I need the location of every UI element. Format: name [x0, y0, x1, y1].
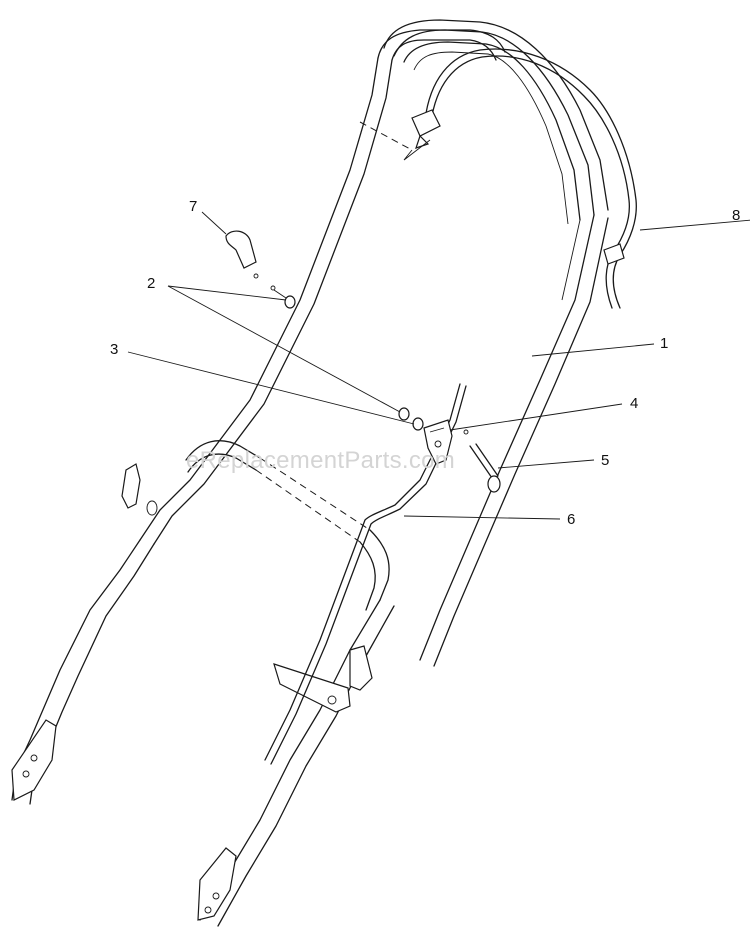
callout-3: 3	[110, 341, 119, 358]
callout-2: 2	[147, 275, 156, 292]
lower-handle	[11, 440, 395, 927]
bolt	[463, 429, 501, 493]
cable-end-fitting	[359, 109, 441, 161]
leader-lines	[127, 211, 750, 520]
callout-5: 5	[601, 452, 610, 469]
watermark: eReplacementParts.com	[186, 447, 456, 474]
cable-bracket	[423, 419, 453, 465]
callout-8: 8	[732, 207, 741, 224]
callout-7: 7	[189, 198, 198, 215]
washers-and-nuts	[270, 285, 424, 431]
cable-clip	[225, 230, 259, 279]
bail-rod	[264, 383, 467, 765]
upper-handle-top-bend	[383, 19, 609, 225]
callout-4: 4	[630, 395, 639, 412]
control-cable	[424, 48, 637, 309]
handle-clamps	[121, 463, 373, 713]
callout-6: 6	[567, 511, 576, 528]
upper-handle-right-tube	[419, 214, 609, 667]
callout-1: 1	[660, 335, 669, 352]
